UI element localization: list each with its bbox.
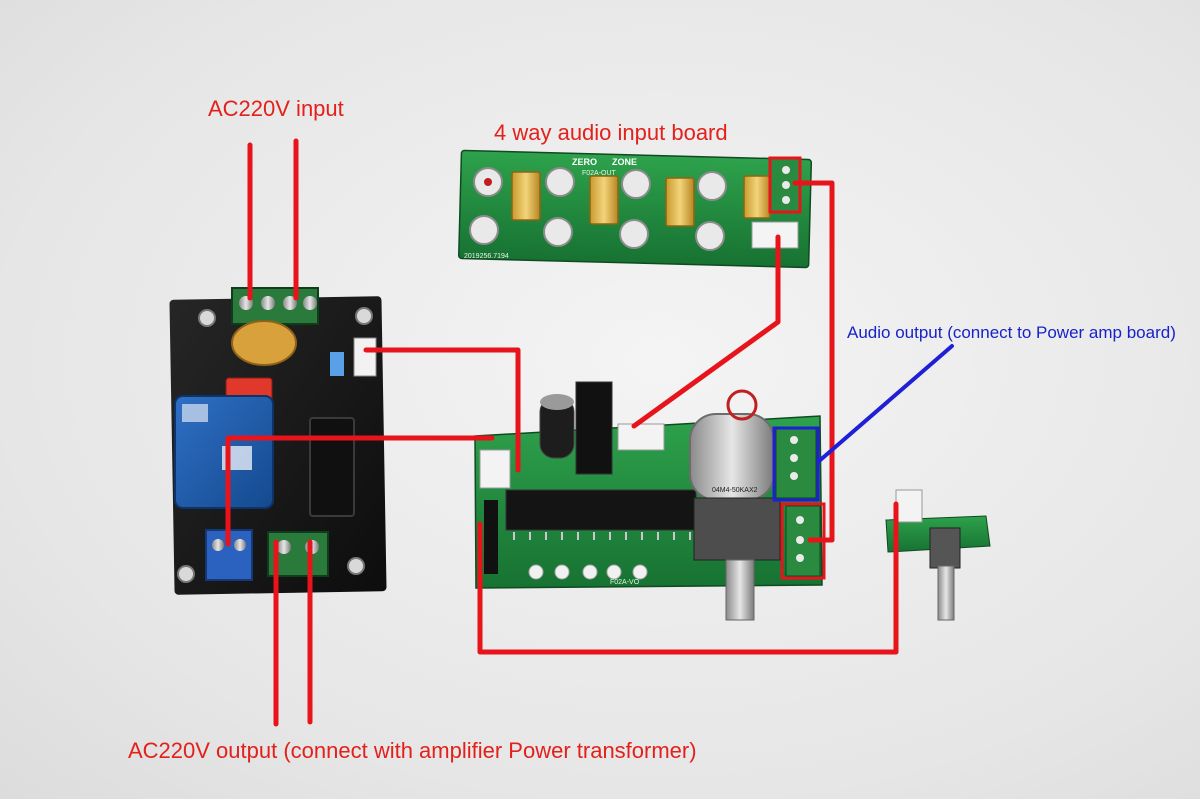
input-board-model: F02A-OUT [582, 170, 617, 177]
voltage-regulator [575, 381, 613, 475]
varistor [231, 320, 297, 366]
input-board-connector [751, 221, 799, 249]
blue-annotations [772, 344, 954, 502]
ac-input-label: AC220V input [208, 96, 344, 121]
main-board-input-connector [617, 423, 665, 451]
ac-output-label: AC220V output (connect with amplifier Po… [128, 738, 697, 763]
indicator-leds [528, 564, 648, 580]
ac-input-terminal [231, 287, 319, 325]
wire-audio-input-signal [792, 180, 835, 543]
main-board-power-connector [479, 449, 511, 489]
ir-receiver [484, 500, 498, 574]
audio-output-pointer [816, 344, 954, 464]
encoder-board [885, 489, 991, 621]
potentiometer-body [693, 497, 781, 561]
audio-input-board [458, 149, 813, 269]
red-highlight-boxes [780, 502, 826, 580]
main-control-board [474, 381, 823, 621]
mount-hole [347, 557, 365, 575]
power-board-connector [353, 337, 377, 377]
input-relays [511, 171, 771, 227]
wire-encoder [477, 501, 899, 655]
input-board-brand: ZERO [572, 157, 597, 167]
mount-hole [355, 307, 373, 325]
encoder-connector [895, 489, 923, 523]
main-board-model: F02A-VO [610, 579, 640, 586]
power-relay [309, 417, 355, 517]
microcontroller-chip [505, 489, 697, 531]
input-board-serial: 2019256.7194 [464, 253, 509, 260]
encoder-shaft [937, 565, 955, 621]
potentiometer-shaft [725, 559, 755, 621]
wire-low-voltage-to-main [225, 435, 495, 547]
motorized-pot-motor [689, 389, 775, 501]
rca-pads [469, 167, 727, 251]
audio-input-board-label: 4 way audio input board [494, 120, 728, 145]
input-board-brand2: ZONE [612, 157, 637, 167]
power-board [169, 287, 387, 595]
wire-power-to-main [363, 347, 521, 473]
mount-hole [177, 565, 195, 583]
motor-pot-label: 04M4-50KAX2 [712, 487, 758, 494]
mount-hole [198, 309, 216, 327]
small-capacitor [330, 352, 344, 376]
wire-input-board-to-main [631, 234, 781, 429]
red-wires [225, 138, 899, 727]
encoder-body [929, 527, 961, 569]
audio-input-highlight [780, 502, 826, 580]
audio-output-label: Audio output (connect to Power amp board… [847, 323, 1176, 342]
blue-transformer [174, 395, 274, 509]
